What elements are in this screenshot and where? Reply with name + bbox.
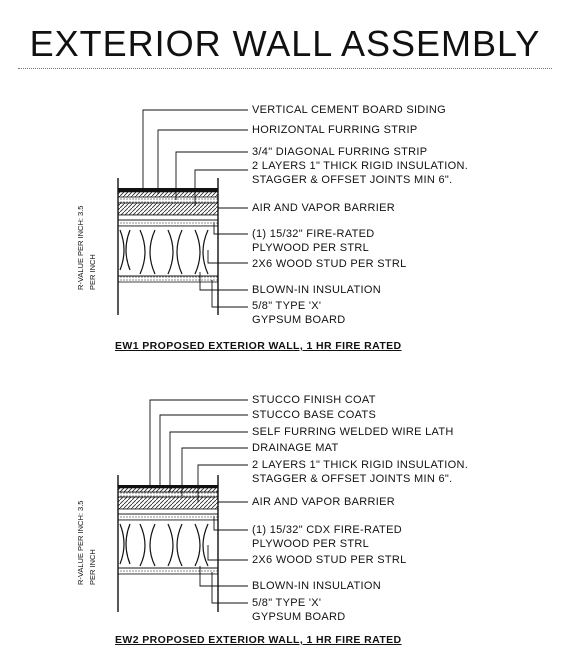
ew2-vertical-note-1: R-VALUE PER INCH: 3.5	[76, 500, 85, 585]
ew1-label-stagger-joints: STAGGER & OFFSET JOINTS MIN 6".	[252, 174, 453, 186]
ew2-vertical-note-2: PER INCH	[88, 549, 97, 585]
ew1-caption: EW1 PROPOSED EXTERIOR WALL, 1 HR FIRE RA…	[115, 340, 402, 352]
page-title: EXTERIOR WALL ASSEMBLY	[29, 23, 541, 64]
ew2-label-plywood-1: (1) 15/32" CDX FIRE-RATED	[252, 524, 402, 536]
ew1-label-plywood-1: (1) 15/32" FIRE-RATED	[252, 228, 375, 240]
ew1-label-wood-stud: 2X6 WOOD STUD PER STRL	[252, 258, 407, 270]
ew2-label-drainage-mat: DRAINAGE MAT	[252, 442, 339, 454]
ew2-label-stucco-base: STUCCO BASE COATS	[252, 409, 377, 421]
ew1-label-rigid-insulation: 2 LAYERS 1" THICK RIGID INSULATION.	[252, 160, 469, 172]
ew1-label-blown-in: BLOWN-IN INSULATION	[252, 284, 381, 296]
ew1-vertical-note-1: R-VALUE PER INCH: 3.5	[76, 205, 85, 290]
ew1-leader-lines	[142, 109, 248, 308]
ew2-label-stucco-finish: STUCCO FINISH COAT	[252, 394, 376, 406]
ew1-label-diagonal-furring: 3/4" DIAGONAL FURRING STRIP	[252, 146, 428, 158]
ew2-label-wood-stud: 2X6 WOOD STUD PER STRL	[252, 554, 407, 566]
ew1-layers	[117, 178, 219, 315]
ew2-label-wire-lath: SELF FURRING WELDED WIRE LATH	[252, 426, 454, 438]
ew1-label-horizontal-furring: HORIZONTAL FURRING STRIP	[252, 124, 418, 136]
ew2-leader-lines	[149, 399, 248, 604]
ew2-label-stagger-joints: STAGGER & OFFSET JOINTS MIN 6".	[252, 473, 453, 485]
ew1-label-gypsum-2: GYPSUM BOARD	[252, 314, 346, 326]
ew2-label-gypsum-1: 5/8" TYPE 'X'	[252, 597, 322, 609]
ew2-label-rigid-insulation: 2 LAYERS 1" THICK RIGID INSULATION.	[252, 459, 469, 471]
ew2-label-air-vapor-barrier: AIR AND VAPOR BARRIER	[252, 496, 396, 508]
ew2-label-gypsum-2: GYPSUM BOARD	[252, 611, 346, 623]
ew1-label-gypsum-1: 5/8" TYPE 'X'	[252, 300, 322, 312]
ew1-label-siding: VERTICAL CEMENT BOARD SIDING	[252, 104, 447, 116]
ew1-label-plywood-2: PLYWOOD PER STRL	[252, 242, 370, 254]
ew1-label-air-vapor-barrier: AIR AND VAPOR BARRIER	[252, 202, 396, 214]
ew2-label-blown-in: BLOWN-IN INSULATION	[252, 580, 381, 592]
ew2-label-plywood-2: PLYWOOD PER STRL	[252, 538, 370, 550]
ew2-layers	[117, 475, 219, 612]
title-divider	[18, 68, 552, 69]
ew1-vertical-note-2: PER INCH	[88, 254, 97, 290]
ew2-caption: EW2 PROPOSED EXTERIOR WALL, 1 HR FIRE RA…	[115, 634, 402, 646]
